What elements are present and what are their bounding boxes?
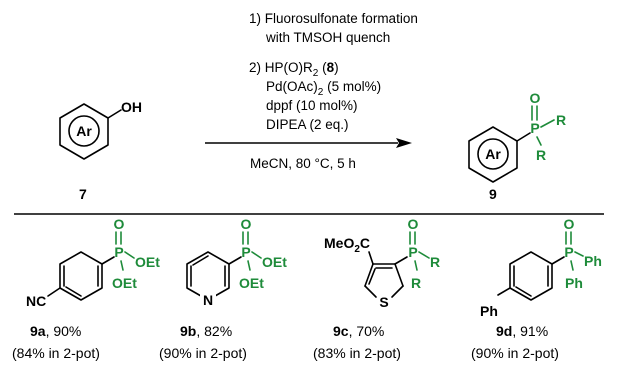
example-9a-structure: NC P O OEt OEt — [26, 216, 160, 309]
reaction-arrow — [205, 138, 412, 148]
reaction-conditions: 1) Fluorosulfonate formation with TMSOH … — [249, 11, 418, 171]
example-9d-two-pot: (90% in 2-pot) — [471, 345, 559, 361]
example-9b-caption: 9b, 82% — [180, 323, 232, 339]
r-group-label: R — [430, 254, 440, 270]
ester-label: MeO2C — [324, 235, 370, 255]
oxygen-label: O — [530, 90, 541, 106]
phosphorus-label: P — [408, 244, 417, 260]
example-9a-two-pot: (84% in 2-pot) — [12, 345, 100, 361]
phenyl-label: Ph — [584, 253, 602, 269]
example-9c-caption: 9c, 70% — [333, 323, 384, 339]
condition-base: DIPEA (2 eq.) — [266, 117, 349, 132]
compound-number-9: 9 — [489, 186, 497, 202]
example-9c-two-pot: (83% in 2-pot) — [313, 345, 401, 361]
ring-label: Ar — [485, 146, 501, 162]
ethoxy-label: OEt — [112, 275, 137, 291]
condition-ligand: dppf (10 mol%) — [266, 98, 358, 113]
compound-number-7: 7 — [79, 186, 87, 202]
example-9a-caption: 9a, 90% — [30, 323, 81, 339]
condition-step1-line2: with TMSOH quench — [265, 30, 390, 45]
condition-step2-reagent: 2) HP(O)R2 (8) — [249, 60, 339, 79]
ethoxy-label: OEt — [239, 275, 264, 291]
condition-catalyst: Pd(OAc)2 (5 mol%) — [266, 79, 381, 98]
r-group-label: R — [556, 112, 566, 128]
oxygen-label: O — [564, 216, 575, 232]
r-group-label: R — [536, 147, 546, 163]
phosphorus-label: P — [564, 244, 573, 260]
condition-step1-line1: 1) Fluorosulfonate formation — [249, 11, 418, 26]
condition-solvent-temp-time: MeCN, 80 °C, 5 h — [250, 156, 356, 171]
example-9b-structure: N P O OEt OEt — [186, 216, 287, 308]
phosphorus-label: P — [114, 244, 123, 260]
phenyl-label: Ph — [565, 275, 583, 291]
oxygen-label: O — [241, 216, 252, 232]
phosphorus-label: P — [530, 120, 539, 136]
product-9: Ar P O R R — [468, 90, 566, 183]
reactant-7: Ar OH — [59, 99, 142, 160]
hydroxyl-label: OH — [121, 99, 142, 115]
ethoxy-label: OEt — [262, 254, 287, 270]
phosphorus-label: P — [241, 244, 250, 260]
ethoxy-label: OEt — [135, 254, 160, 270]
substituent-label: Ph — [480, 303, 498, 319]
example-9c-structure: S MeO2C P O R R — [324, 216, 440, 310]
r-group-label: R — [411, 275, 421, 291]
nitrogen-label: N — [203, 292, 213, 308]
sulfur-label: S — [379, 294, 388, 310]
substituent-label: NC — [26, 293, 46, 309]
oxygen-label: O — [408, 216, 419, 232]
ring-label: Ar — [76, 123, 92, 139]
example-9d-caption: 9d, 91% — [496, 323, 548, 339]
oxygen-label: O — [114, 216, 125, 232]
example-9d-structure: Ph P O Ph Ph — [480, 216, 602, 319]
example-9b-two-pot: (90% in 2-pot) — [159, 345, 247, 361]
